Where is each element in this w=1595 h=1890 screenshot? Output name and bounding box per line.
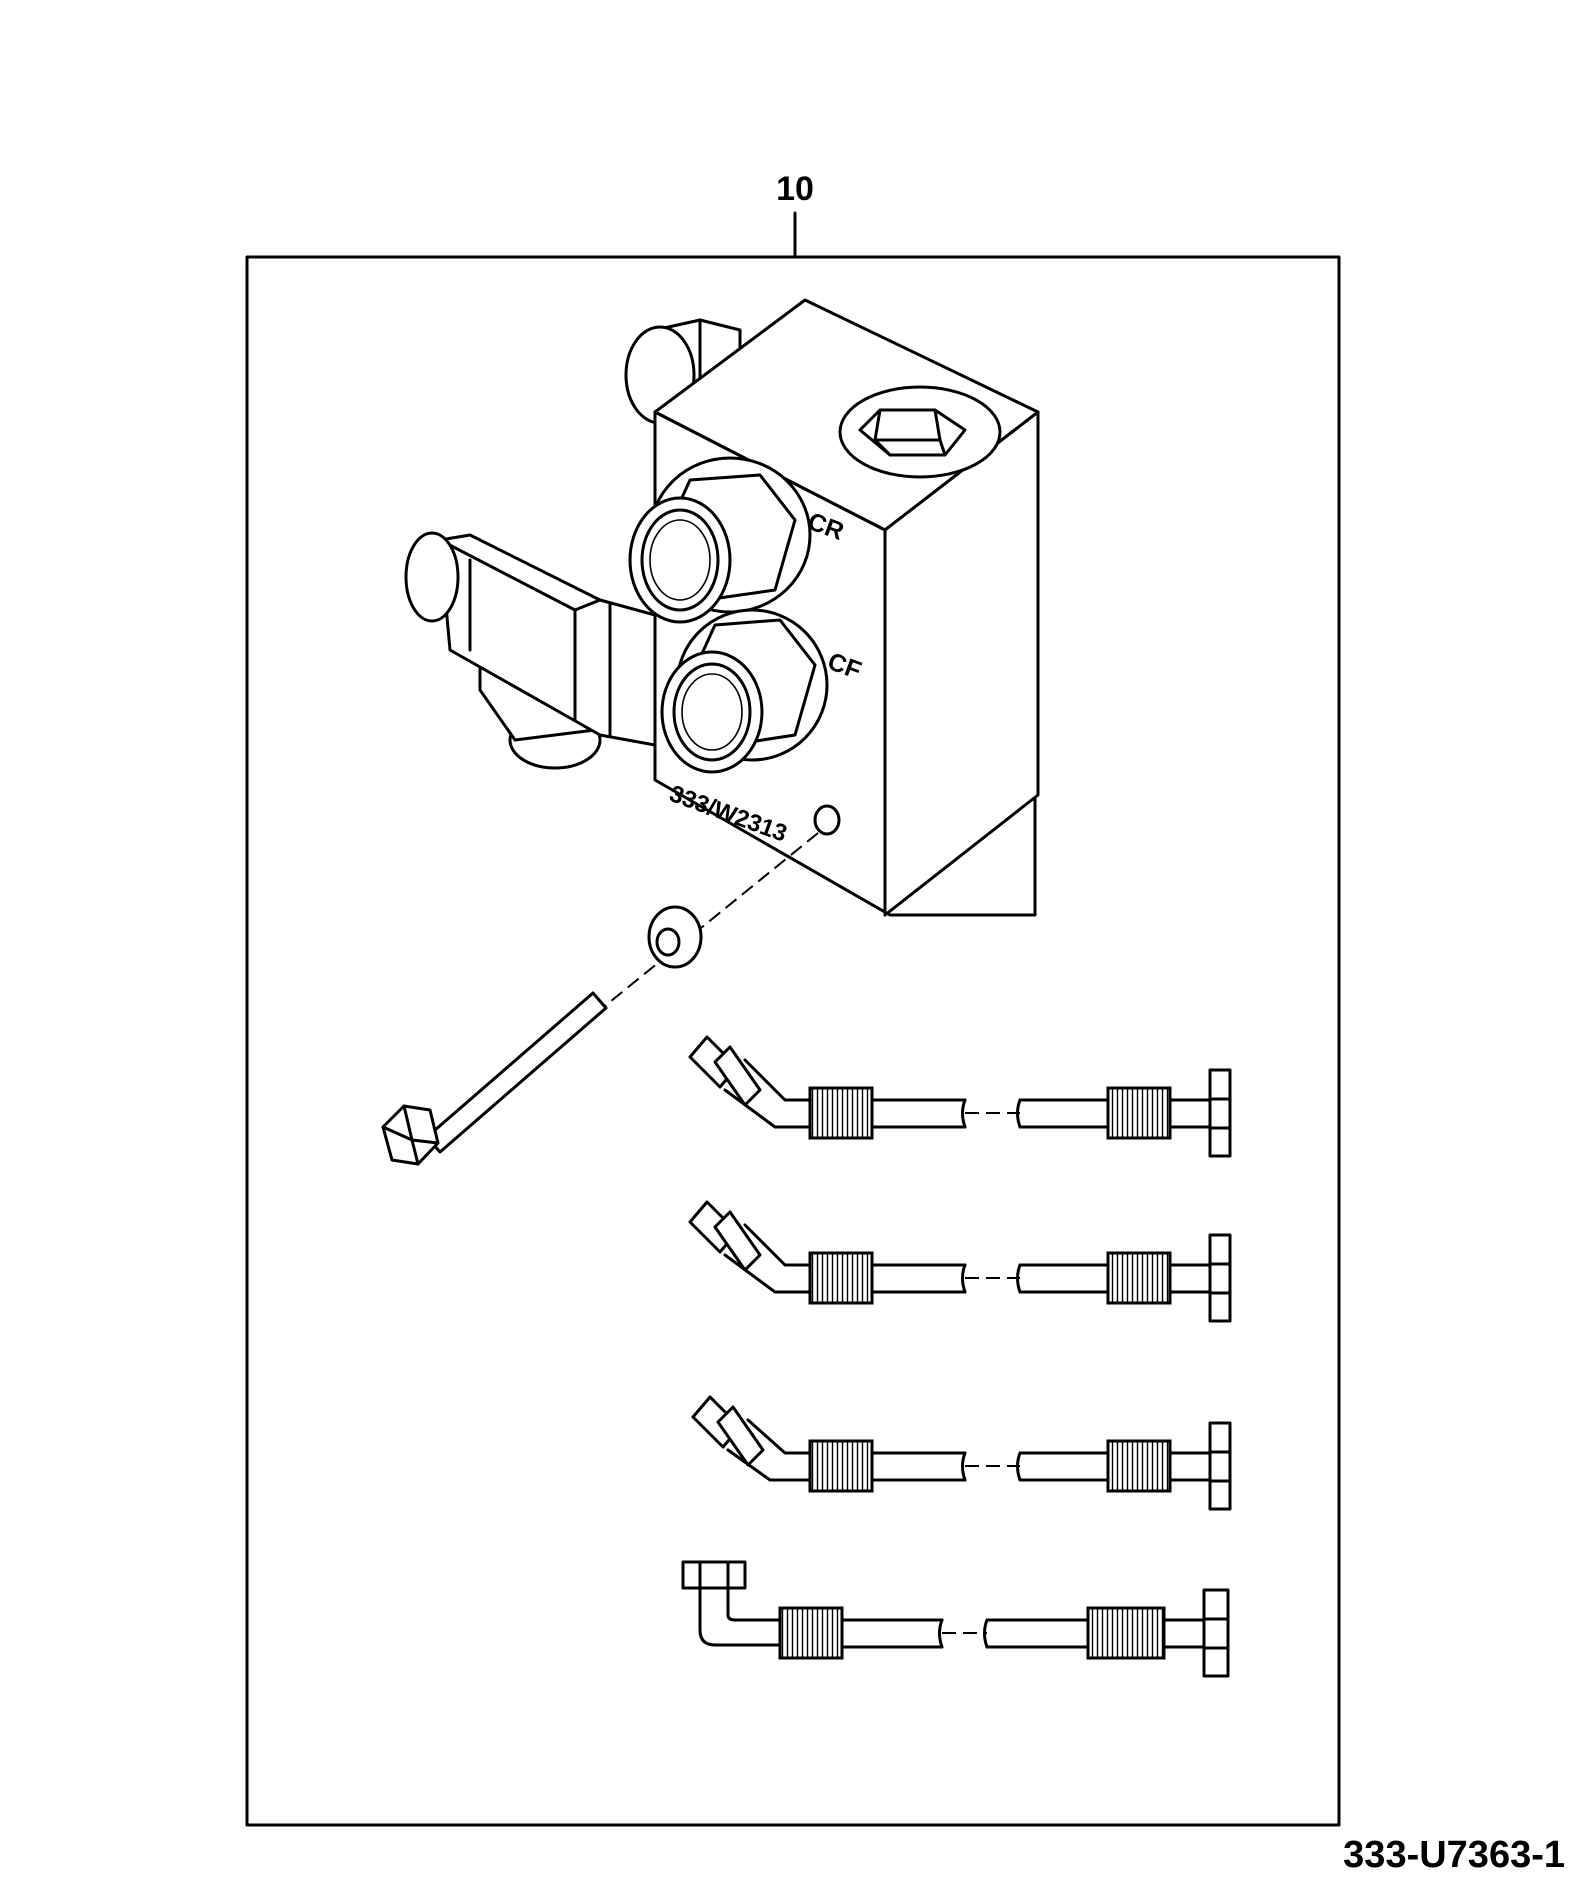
hose-assembly-4 <box>681 1560 1230 1678</box>
hose-ferrule <box>778 1606 844 1660</box>
figure-reference: 333-U7363-1 <box>1343 1834 1565 1876</box>
mounting-bolt <box>381 991 608 1166</box>
hose-ferrule <box>1106 1251 1172 1305</box>
hose-assembly-1 <box>688 1035 1232 1158</box>
hose-ferrule <box>1106 1439 1172 1493</box>
cf-port-fitting <box>660 608 829 774</box>
washer <box>647 905 703 969</box>
kit-frame <box>245 255 1341 1827</box>
hose-ferrule <box>808 1251 874 1305</box>
side-elbow-fitting <box>404 531 657 770</box>
hose-ferrule <box>1106 1086 1172 1140</box>
hose-assembly-2 <box>688 1200 1232 1323</box>
cr-port-fitting <box>628 456 812 624</box>
assembly-line <box>599 832 819 1011</box>
mounting-hole <box>813 804 841 836</box>
hose-ferrule <box>808 1439 874 1493</box>
hose-ferrule <box>808 1086 874 1140</box>
top-plug <box>838 385 1002 479</box>
hose-assembly-3 <box>691 1395 1232 1511</box>
hose-ferrule <box>1086 1606 1166 1660</box>
item-callout: 10 <box>776 170 814 208</box>
